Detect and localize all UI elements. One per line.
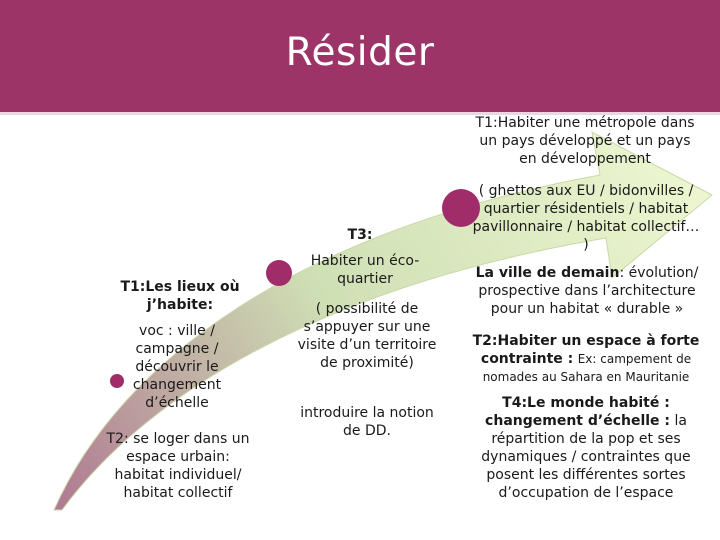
arrow-shape bbox=[53, 131, 713, 511]
stage3-text: ( ghettos aux EU / bidonvilles / quartie… bbox=[472, 183, 700, 253]
future-text: : évolution/ prospective dans l’architec… bbox=[478, 265, 699, 317]
stage1-t2: T2: se loger dans un espace urbain: habi… bbox=[106, 431, 250, 501]
t2-example: Ex: campement de nomades au Sahara en Ma… bbox=[482, 352, 692, 384]
stage2-text2: introduire la notion de DD. bbox=[300, 405, 434, 439]
stage2-heading: T3: bbox=[347, 227, 373, 243]
milestone-dot-1 bbox=[110, 374, 124, 388]
future-label: La ville de demain bbox=[475, 265, 620, 281]
header-bar bbox=[0, 0, 720, 115]
stage2-heading2: Habiter un éco-quartier bbox=[310, 253, 420, 287]
stage2-text: ( possibilité de s’appuyer sur une visit… bbox=[297, 301, 437, 371]
t4-heading: T4:Le monde habité : changement d’échell… bbox=[485, 395, 671, 429]
page-title: Résider bbox=[285, 30, 435, 75]
stage3-t2: T2:Habiter un espace à forte contrainte … bbox=[468, 332, 704, 386]
t2-heading: T2:Habiter un espace à forte contrainte … bbox=[472, 333, 700, 367]
stage3-heading: T1:Habiter une métropole dans un pays dé… bbox=[475, 115, 695, 167]
stage3-future: La ville de demain: évolution/ prospecti… bbox=[470, 264, 704, 318]
milestone-dot-2 bbox=[266, 260, 292, 286]
stage1-text: voc : ville / campagne / découvrir le ch… bbox=[132, 323, 222, 411]
stage3-t4: T4:Le monde habité : changement d’échell… bbox=[468, 394, 704, 502]
stage1-heading: T1:Les lieux où j’habite: bbox=[120, 279, 240, 313]
t4-text: la répartition de la pop et ses dynamiqu… bbox=[481, 413, 691, 501]
milestone-dot-3 bbox=[442, 189, 480, 227]
